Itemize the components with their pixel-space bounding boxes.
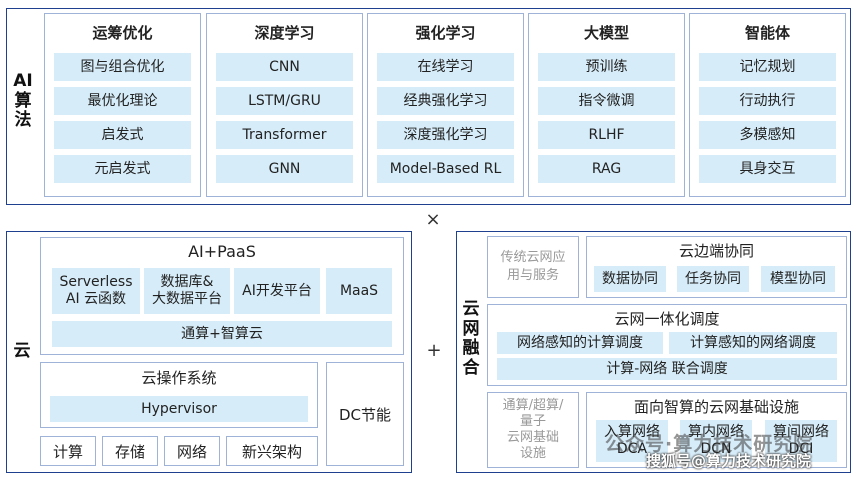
aipaas-item-maas: MaaS xyxy=(326,268,392,314)
fusion-panel xyxy=(456,231,851,473)
ai-column-item: RAG xyxy=(538,155,675,183)
legacy-compute-infra: 通算/超算/ 量子 云网基础 设施 xyxy=(487,392,579,468)
ai-column-item: 图与组合优化 xyxy=(54,53,191,81)
ai-column-title: 深度学习 xyxy=(254,23,315,42)
legacy-cloud-network-services: 传统云网应 用与服务 xyxy=(487,236,579,298)
ai-column-title: 大模型 xyxy=(583,23,629,42)
infra-compute: 计算 xyxy=(40,436,96,466)
edge-data-collab: 数据协同 xyxy=(594,266,666,292)
ai-algorithms-panel xyxy=(6,8,851,205)
ai-column-item: 深度强化学习 xyxy=(377,121,514,149)
cloud-side-label: 云 xyxy=(13,341,31,361)
ai-column-item: 多模感知 xyxy=(699,121,836,149)
edge-task-collab: 任务协同 xyxy=(677,266,749,292)
ai-column-item: 在线学习 xyxy=(377,53,514,81)
ai-column-title: 运筹优化 xyxy=(92,23,153,42)
ai-column-item: 行动执行 xyxy=(699,87,836,115)
watermark-sohu: 搜狐号@算力技术研究院 xyxy=(646,452,812,470)
cloud-os-title: 云操作系统 xyxy=(141,368,217,387)
cloud-edge-collab-title: 云边端协同 xyxy=(678,241,754,260)
network-aware-compute-scheduling: 网络感知的计算调度 xyxy=(497,332,663,354)
dc-energy-saving: DC节能 xyxy=(326,362,404,466)
ai-side-label: AI 算 法 xyxy=(13,71,33,131)
ai-column-item: 指令微调 xyxy=(538,87,675,115)
ai-column-item: 记忆规划 xyxy=(699,53,836,81)
edge-model-collab: 模型协同 xyxy=(761,266,835,292)
ai-column-title: 强化学习 xyxy=(415,23,476,42)
infra-emerging-arch: 新兴架构 xyxy=(226,436,318,466)
cloud-panel xyxy=(6,231,412,473)
ai-column-item: RLHF xyxy=(538,121,675,149)
times-symbol: × xyxy=(425,208,441,230)
ai-column-title: 智能体 xyxy=(744,23,790,42)
ai-column-item: 经典强化学习 xyxy=(377,87,514,115)
aipaas-title: AI+PaaS xyxy=(188,241,256,261)
ai-column-item: 预训练 xyxy=(538,53,675,81)
aipaas-item-serverless: Serverless AI 云函数 xyxy=(52,268,140,314)
ai-column-item: GNN xyxy=(216,155,353,183)
compute-aware-network-scheduling: 计算感知的网络调度 xyxy=(669,332,837,354)
ai-column-item: 元启发式 xyxy=(54,155,191,183)
fusion-side-label: 云 网 融 合 xyxy=(462,299,480,378)
aipaas-item-database: 数据库& 大数据平台 xyxy=(144,268,230,314)
joint-scheduling: 计算-网络 联合调度 xyxy=(497,358,837,380)
infra-dca: 入算网络 DCA xyxy=(596,420,668,462)
ai-column-item: 启发式 xyxy=(54,121,191,149)
ai-column-item: Transformer xyxy=(216,121,353,149)
infra-dcn: 算内网络 DCN xyxy=(680,420,752,462)
watermark-wechat: 公众号·算力技术研究院 xyxy=(605,433,814,455)
hypervisor: Hypervisor xyxy=(50,396,308,422)
ai-column-item: 具身交互 xyxy=(699,155,836,183)
infra-dci: 算间网络 DCI xyxy=(765,420,837,462)
ai-column-item: 最优化理论 xyxy=(54,87,191,115)
aipaas-item-ai-dev-platform: AI开发平台 xyxy=(234,268,320,314)
intelligent-infra-title: 面向智算的云网基础设施 xyxy=(633,397,799,416)
integrated-scheduling-title: 云网一体化调度 xyxy=(614,309,720,328)
ai-column-item: LSTM/GRU xyxy=(216,87,353,115)
ai-column-item: Model-Based RL xyxy=(377,155,514,183)
aipaas-compute-cloud: 通算+智算云 xyxy=(52,321,392,347)
plus-symbol: + xyxy=(426,339,442,361)
infra-storage: 存储 xyxy=(102,436,158,466)
ai-column-item: CNN xyxy=(216,53,353,81)
infra-network: 网络 xyxy=(164,436,220,466)
